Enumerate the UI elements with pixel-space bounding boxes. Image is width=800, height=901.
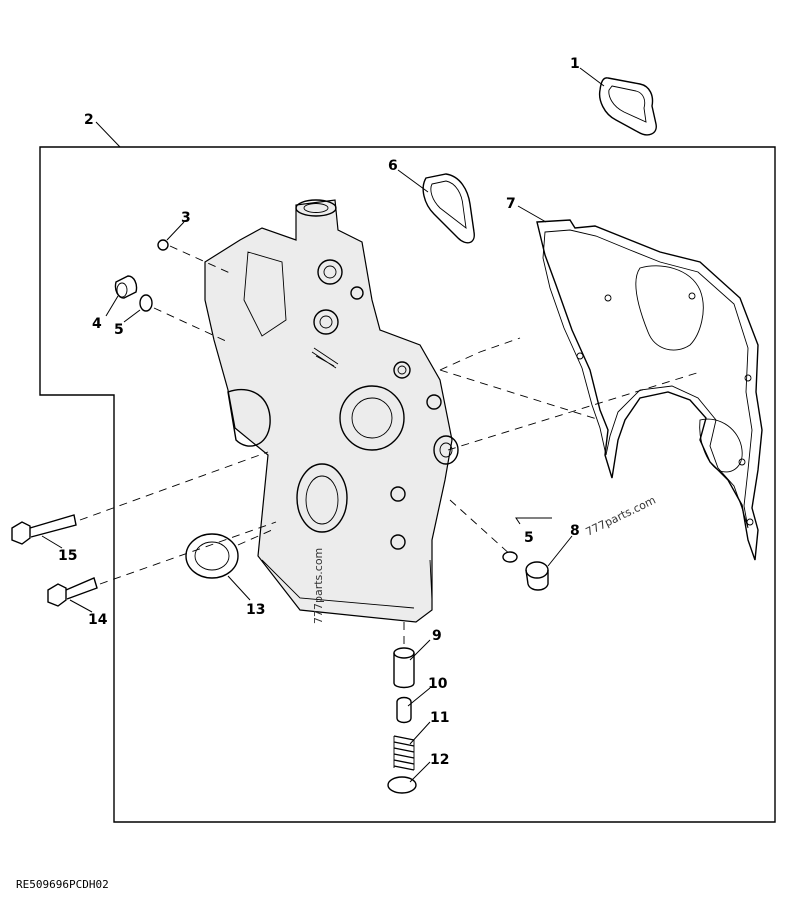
leader-lines — [41, 67, 605, 783]
callout-4: 4 — [92, 316, 102, 332]
callout-8: 8 — [570, 523, 580, 539]
part-9-sleeve[interactable] — [393, 647, 415, 689]
assembly-frame — [39, 146, 776, 823]
callout-2: 2 — [84, 112, 94, 128]
part-3-plug[interactable] — [157, 239, 169, 251]
watermark-center: 777parts.com — [312, 548, 325, 624]
part-1-gasket[interactable] — [598, 77, 657, 136]
front-cover-housing[interactable] — [204, 199, 459, 623]
part-14-bolt[interactable] — [47, 577, 98, 607]
part-11-spring[interactable] — [393, 735, 415, 771]
callout-13: 13 — [246, 602, 265, 618]
watermark-right: 777parts.com — [584, 494, 658, 539]
callout-3: 3 — [181, 210, 191, 226]
part-5-o-ring[interactable] — [139, 294, 153, 312]
callout-7: 7 — [506, 196, 516, 212]
callout-10: 10 — [428, 676, 448, 692]
callout-11: 11 — [430, 710, 449, 726]
part-12-cap[interactable] — [387, 776, 417, 794]
part-15-bolt[interactable] — [11, 514, 77, 545]
callout-12: 12 — [430, 752, 449, 768]
part-5-o-ring-lower[interactable] — [502, 551, 518, 563]
assembly-lines — [79, 245, 701, 646]
callout-15: 15 — [58, 548, 77, 564]
callout-14: 14 — [88, 612, 108, 628]
callout-5-lower: 5 — [524, 530, 534, 546]
callout-5: 5 — [114, 322, 124, 338]
part-6-gasket[interactable] — [422, 173, 475, 244]
part-8-plug[interactable] — [525, 561, 549, 591]
part-10-valve[interactable] — [396, 696, 412, 724]
part-7-cover-gasket[interactable] — [536, 219, 763, 561]
part-4-plug[interactable] — [114, 275, 138, 299]
callout-9: 9 — [432, 628, 442, 644]
callout-6: 6 — [388, 158, 398, 174]
callout-1: 1 — [570, 56, 580, 72]
part-13-seal[interactable] — [185, 533, 239, 579]
drawing-code: RE509696PCDH02 — [16, 878, 109, 891]
